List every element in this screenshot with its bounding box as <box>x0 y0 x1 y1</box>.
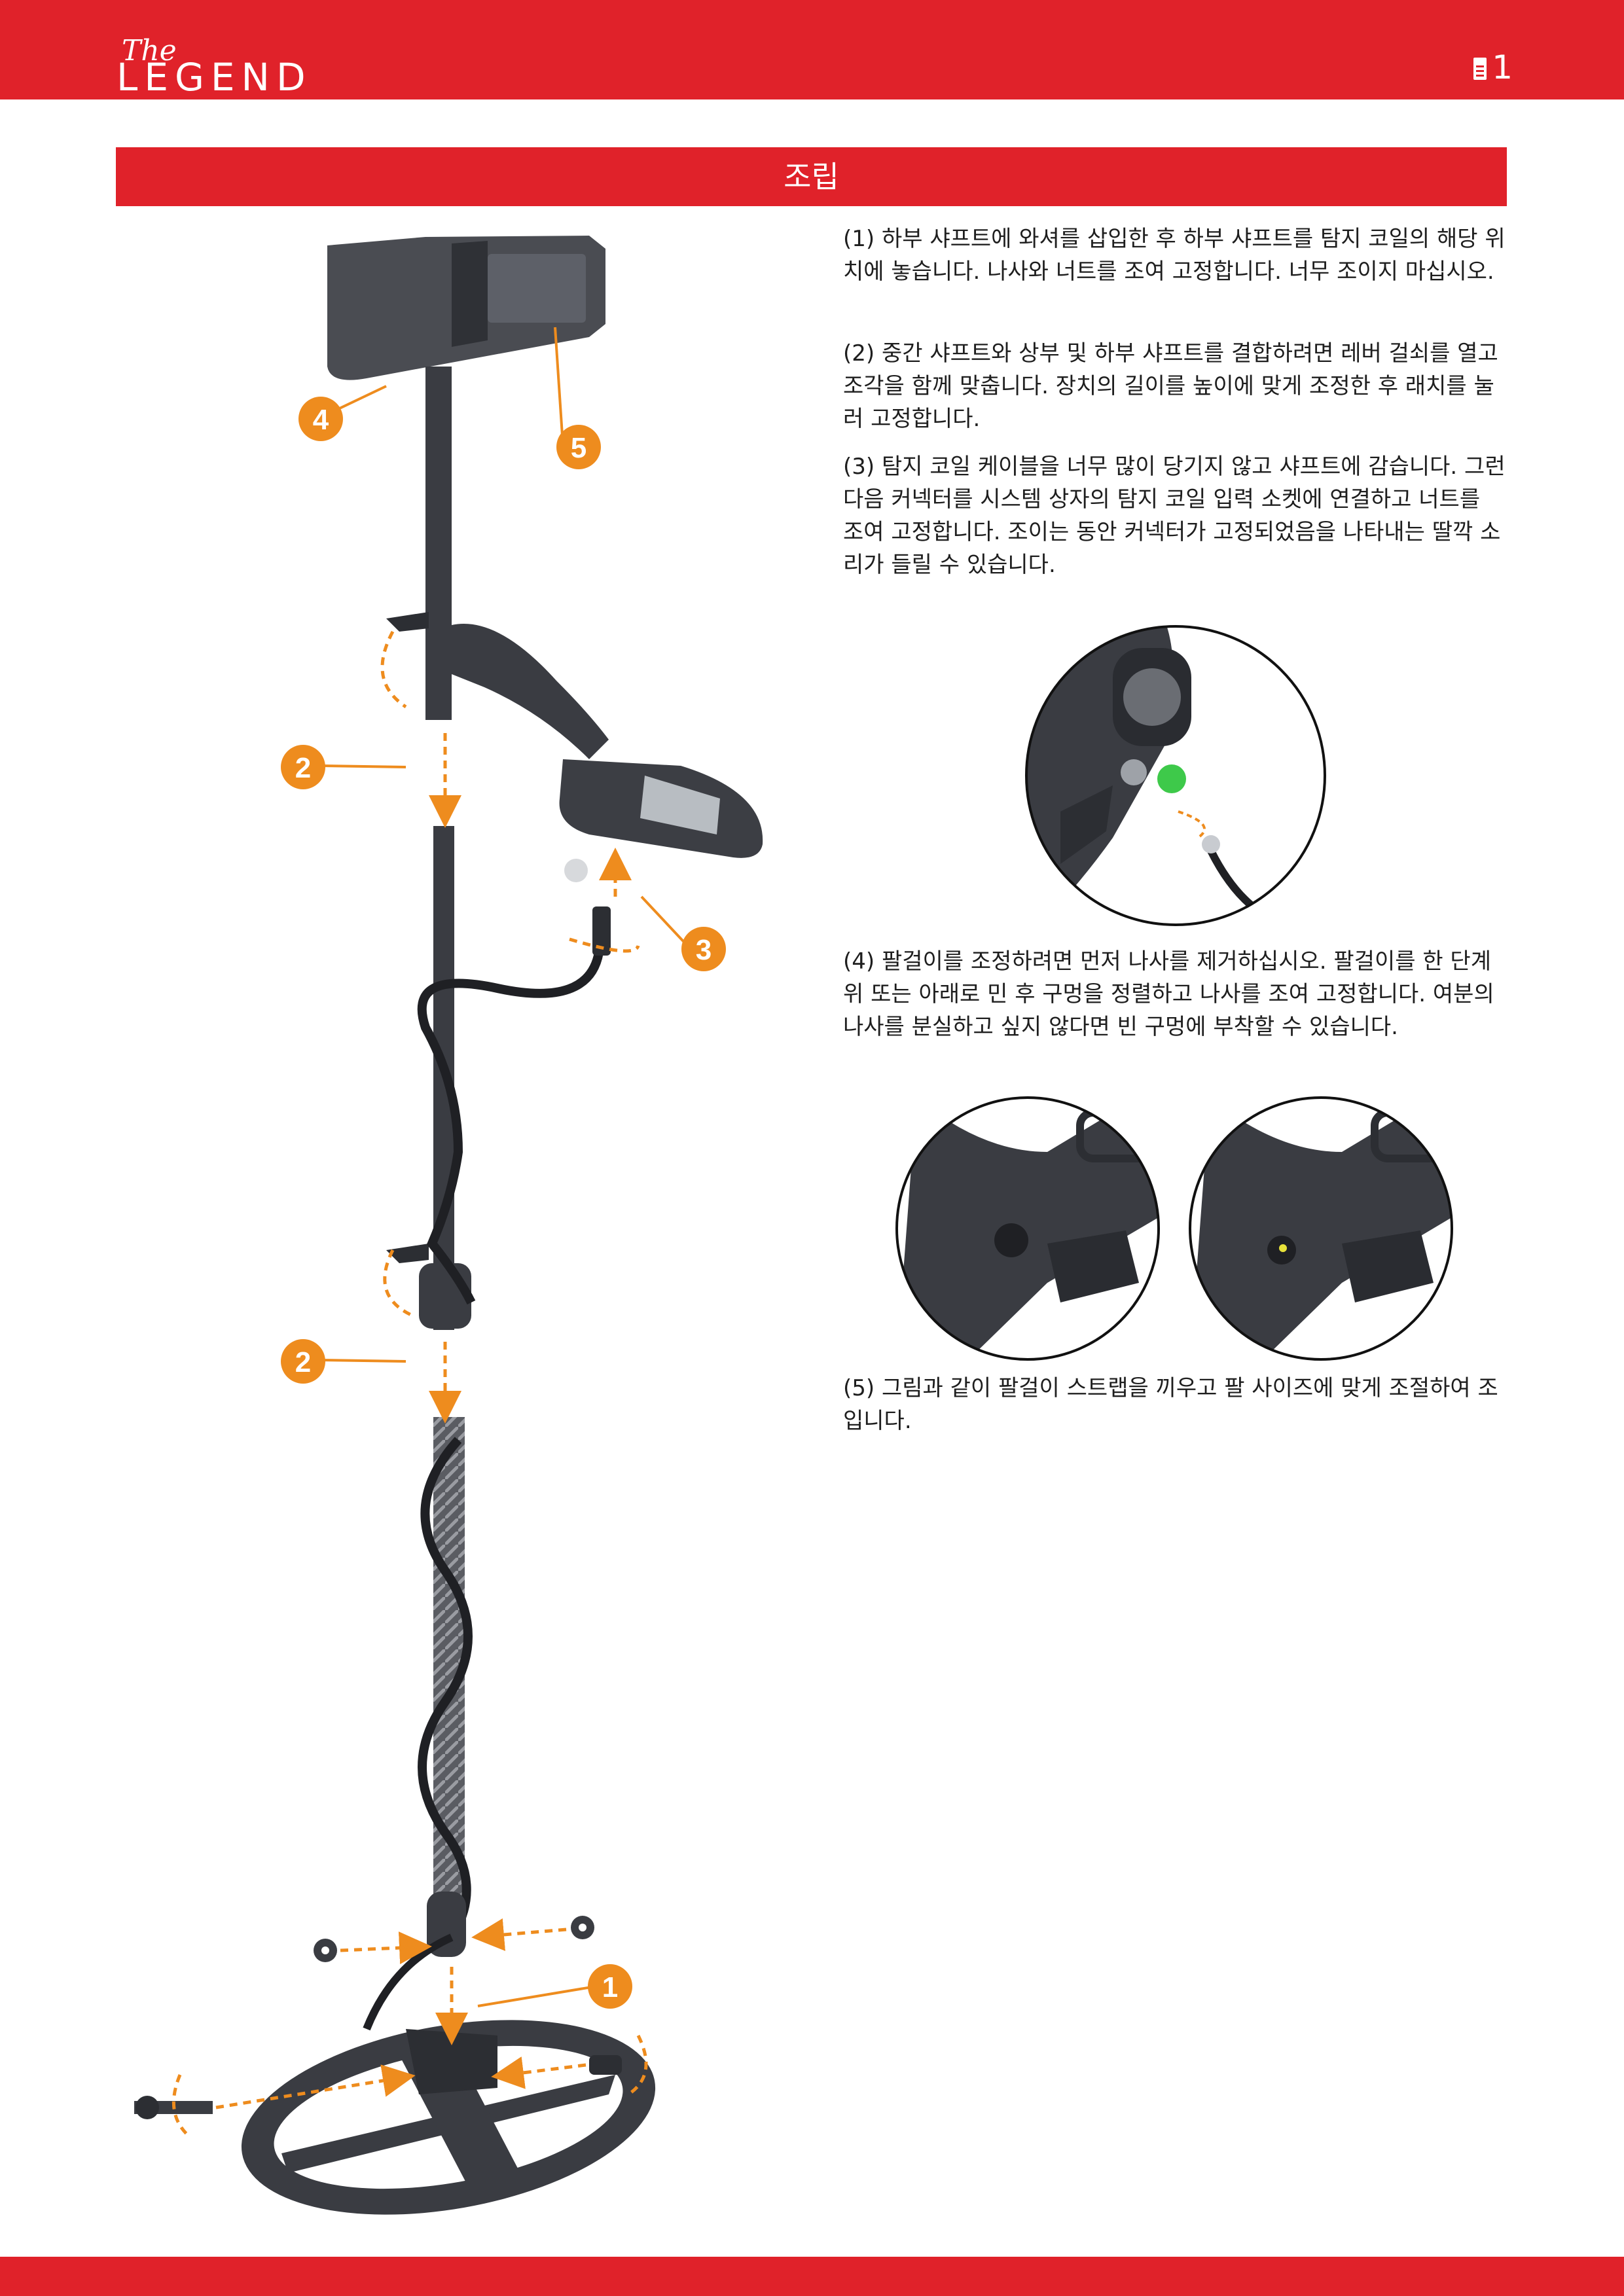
step-2-text: (2) 중간 샤프트와 상부 및 하부 샤프트를 결합하려면 레버 걸쇠를 열고… <box>843 337 1507 435</box>
svg-text:4: 4 <box>313 404 329 436</box>
page-number-text: 1 <box>1492 48 1513 86</box>
step-4-text: (4) 팔걸이를 조정하려면 먼저 나사를 제거하십시오. 팔걸이를 한 단계 … <box>843 945 1507 1043</box>
svg-text:2: 2 <box>295 752 311 784</box>
brand-logo: The LEGEND <box>117 37 365 96</box>
coil-cable-upper <box>422 952 599 1302</box>
connector-detail <box>1021 622 1335 929</box>
svg-text:5: 5 <box>571 432 586 464</box>
armrest-detail-before <box>897 1098 1159 1359</box>
armrest <box>327 236 605 720</box>
page-number: 1 <box>1473 51 1513 84</box>
svg-text:2: 2 <box>295 1346 311 1378</box>
handle-and-control-box <box>386 612 763 882</box>
armrest-detail-after <box>1190 1098 1452 1359</box>
document-icon <box>1473 58 1487 80</box>
step-1-text: (1) 하부 샤프트에 와셔를 삽입한 후 하부 샤프트를 탐지 코일의 해당 … <box>843 223 1507 288</box>
callout-4: 4 <box>298 397 343 441</box>
svg-text:1: 1 <box>602 1971 618 2003</box>
svg-text:3: 3 <box>696 934 712 966</box>
search-coil <box>226 1991 671 2244</box>
callout-5: 5 <box>556 425 601 469</box>
step-3-text: (3) 탐지 코일 케이블을 너무 많이 당기지 않고 샤프트에 감습니다. 그… <box>843 450 1507 581</box>
callout-2-upper: 2 <box>281 745 325 789</box>
lower-shaft <box>433 1417 465 1898</box>
middle-shaft <box>433 826 454 1330</box>
step-5-text: (5) 그림과 같이 팔걸이 스트랩을 끼우고 팔 사이즈에 맞게 조절하여 조… <box>843 1372 1507 1437</box>
callout-3: 3 <box>681 927 726 971</box>
section-title: 조립 <box>116 147 1507 206</box>
page-header: The LEGEND 1 <box>0 0 1624 99</box>
logo-word: LEGEND <box>117 55 312 99</box>
callout-2-lower: 2 <box>281 1339 325 1384</box>
assembly-guides <box>173 632 646 2137</box>
page-footer <box>0 2257 1624 2296</box>
callout-1: 1 <box>588 1964 632 2009</box>
